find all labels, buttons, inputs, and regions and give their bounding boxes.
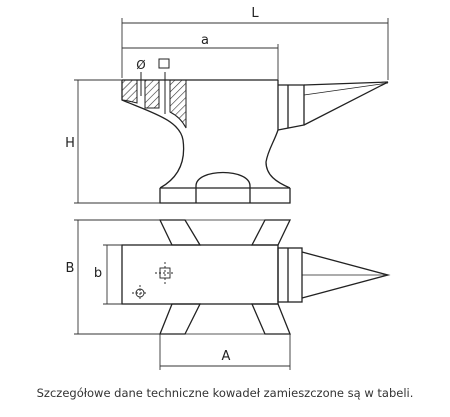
foot-bottom-left bbox=[159, 303, 202, 335]
square-hole-symbol-icon bbox=[158, 58, 170, 69]
foot-top-left bbox=[158, 219, 202, 246]
label-A: A bbox=[222, 349, 231, 364]
anvil-arch bbox=[195, 171, 251, 203]
anvil-right-waist bbox=[265, 80, 291, 189]
hole-symbols: Ø bbox=[136, 58, 170, 114]
dimension-A: A bbox=[159, 334, 291, 370]
anvil-top-face-plan bbox=[121, 244, 279, 305]
dimension-B: B bbox=[66, 219, 160, 335]
anvil-base bbox=[159, 188, 291, 204]
dimension-H: H bbox=[65, 79, 160, 204]
dimension-L: L bbox=[121, 6, 389, 80]
horn-step-plan bbox=[277, 247, 303, 303]
dimension-b: b bbox=[94, 244, 122, 305]
hatch-area-left bbox=[121, 79, 138, 104]
label-a: a bbox=[201, 33, 209, 48]
horn-side bbox=[303, 81, 389, 126]
label-L: L bbox=[251, 6, 259, 21]
holes-plan bbox=[132, 262, 175, 301]
label-B: B bbox=[66, 261, 75, 276]
round-hole-symbol: Ø bbox=[136, 58, 145, 72]
top-view bbox=[121, 219, 391, 335]
dimension-a: a bbox=[122, 33, 279, 80]
horn-centerline bbox=[303, 82, 389, 96]
foot-top-right bbox=[250, 219, 292, 246]
horn-step bbox=[277, 84, 305, 131]
foot-bottom-right bbox=[251, 303, 291, 335]
caption: Szczegółowe dane techniczne kowadeł zami… bbox=[36, 386, 414, 400]
label-b: b bbox=[94, 266, 102, 281]
anvil-technical-drawing: Ø L a H bbox=[65, 6, 391, 370]
hatch-area-right bbox=[169, 79, 187, 129]
hole-section-hatching bbox=[121, 79, 187, 129]
label-H: H bbox=[65, 136, 75, 151]
hatch-area-middle bbox=[144, 79, 160, 109]
anvil-left-waist bbox=[121, 80, 185, 189]
side-view bbox=[121, 79, 389, 204]
